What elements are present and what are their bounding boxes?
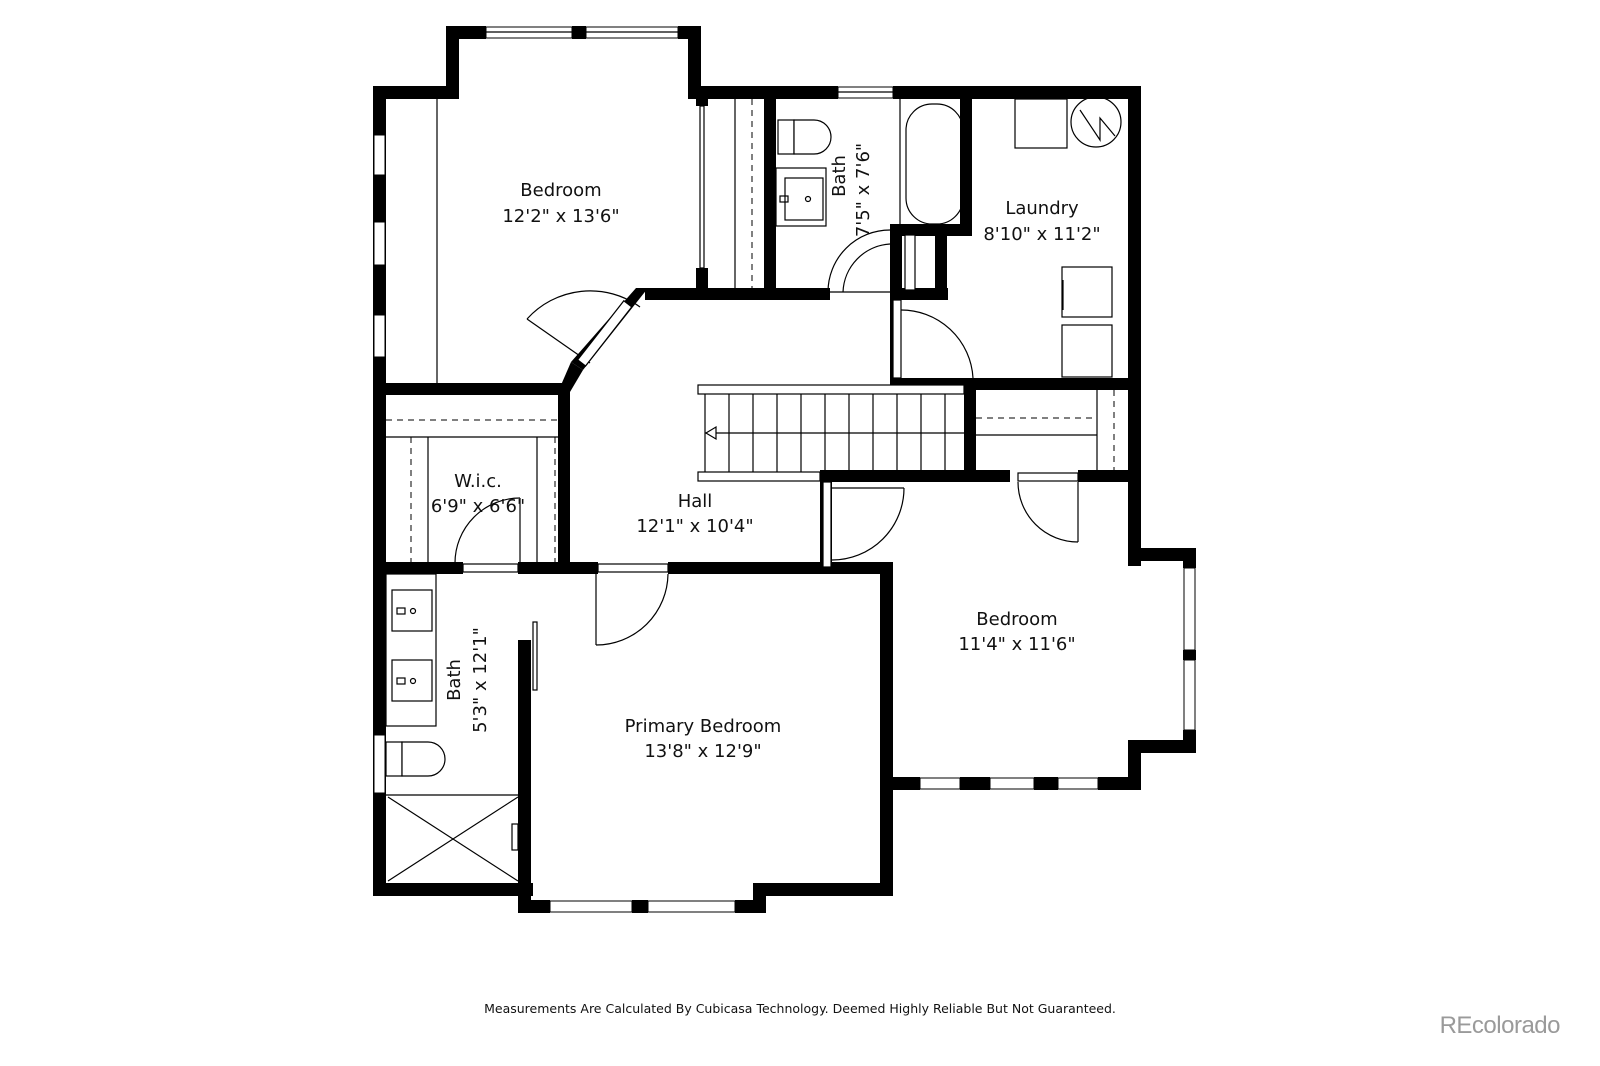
room-name-laundry: Laundry (1005, 198, 1079, 219)
room-name-hall: Hall (678, 491, 713, 512)
room-name-primary-bedroom: Primary Bedroom (625, 716, 782, 737)
room-dims-bath-1: 7'5" x 7'6" (853, 143, 874, 237)
room-dims-hall: 12'1" x 10'4" (636, 516, 753, 537)
room-labels: Bedroom 12'2" x 13'6" Bath 7'5" x 7'6" L… (431, 143, 1101, 762)
room-dims-bedroom-2: 11'4" x 11'6" (958, 634, 1075, 655)
room-dims-wic: 6'9" x 6'6" (431, 496, 525, 517)
fixtures (385, 96, 1122, 882)
measurement-disclaimer: Measurements Are Calculated By Cubicasa … (484, 1001, 1116, 1016)
room-dims-bedroom-1: 12'2" x 13'6" (502, 206, 619, 227)
walls (373, 26, 1196, 913)
room-name-bath-1: Bath (829, 155, 850, 197)
brand-watermark: REcolorado (1439, 1012, 1561, 1039)
room-dims-bath-2: 5'3" x 12'1" (470, 627, 491, 733)
room-dims-primary-bedroom: 13'8" x 12'9" (644, 741, 761, 762)
room-name-bedroom-2: Bedroom (976, 609, 1057, 630)
room-name-wic: W.i.c. (454, 471, 502, 492)
stair-treads (704, 394, 964, 472)
room-name-bath-2: Bath (444, 659, 465, 701)
room-dims-laundry: 8'10" x 11'2" (983, 224, 1100, 245)
windows (373, 26, 1196, 913)
room-name-bedroom-1: Bedroom (520, 180, 601, 201)
